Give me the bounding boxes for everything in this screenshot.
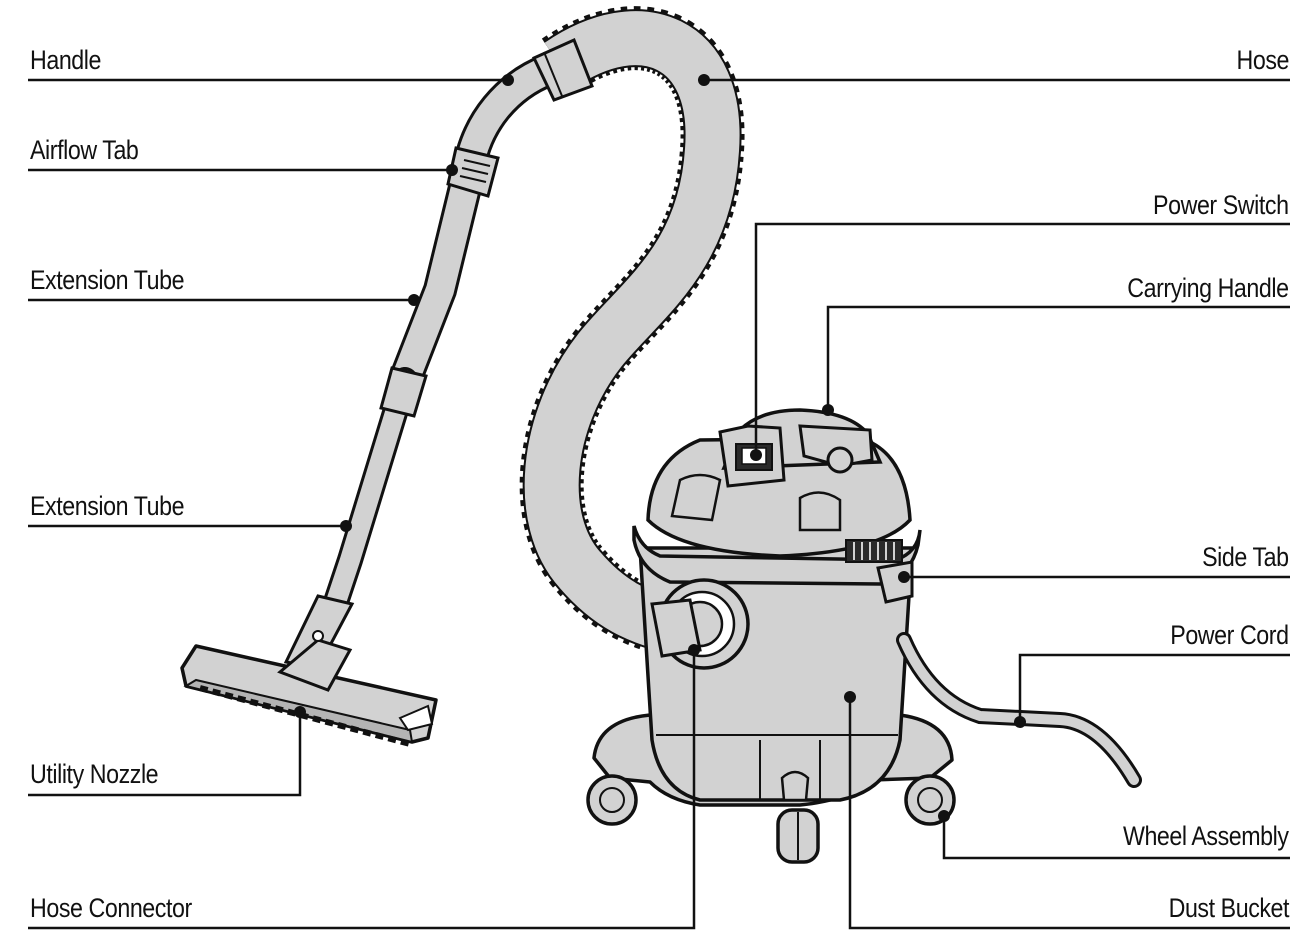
wand-illustration xyxy=(283,37,594,670)
label-extension-tube-upper: Extension Tube xyxy=(30,265,185,295)
vacuum-canister-illustration xyxy=(586,408,1142,864)
utility-nozzle-illustration xyxy=(180,630,438,747)
label-side-tab: Side Tab xyxy=(1202,542,1289,572)
label-handle: Handle xyxy=(30,45,102,75)
label-carrying-handle: Carrying Handle xyxy=(1127,273,1290,303)
side-vent xyxy=(845,539,903,563)
label-hose-connector: Hose Connector xyxy=(30,893,192,923)
label-extension-tube-lower: Extension Tube xyxy=(30,491,185,521)
leader-lines xyxy=(28,78,1290,930)
label-airflow-tab: Airflow Tab xyxy=(30,135,139,165)
label-hose: Hose xyxy=(1236,45,1290,75)
label-power-cord: Power Cord xyxy=(1170,620,1290,650)
hose-illustration xyxy=(519,6,745,657)
label-wheel-assembly: Wheel Assembly xyxy=(1123,821,1289,851)
label-dust-bucket: Dust Bucket xyxy=(1168,893,1290,923)
leader-dots xyxy=(294,74,1026,822)
label-power-switch: Power Switch xyxy=(1153,190,1289,220)
label-utility-nozzle: Utility Nozzle xyxy=(30,759,159,789)
